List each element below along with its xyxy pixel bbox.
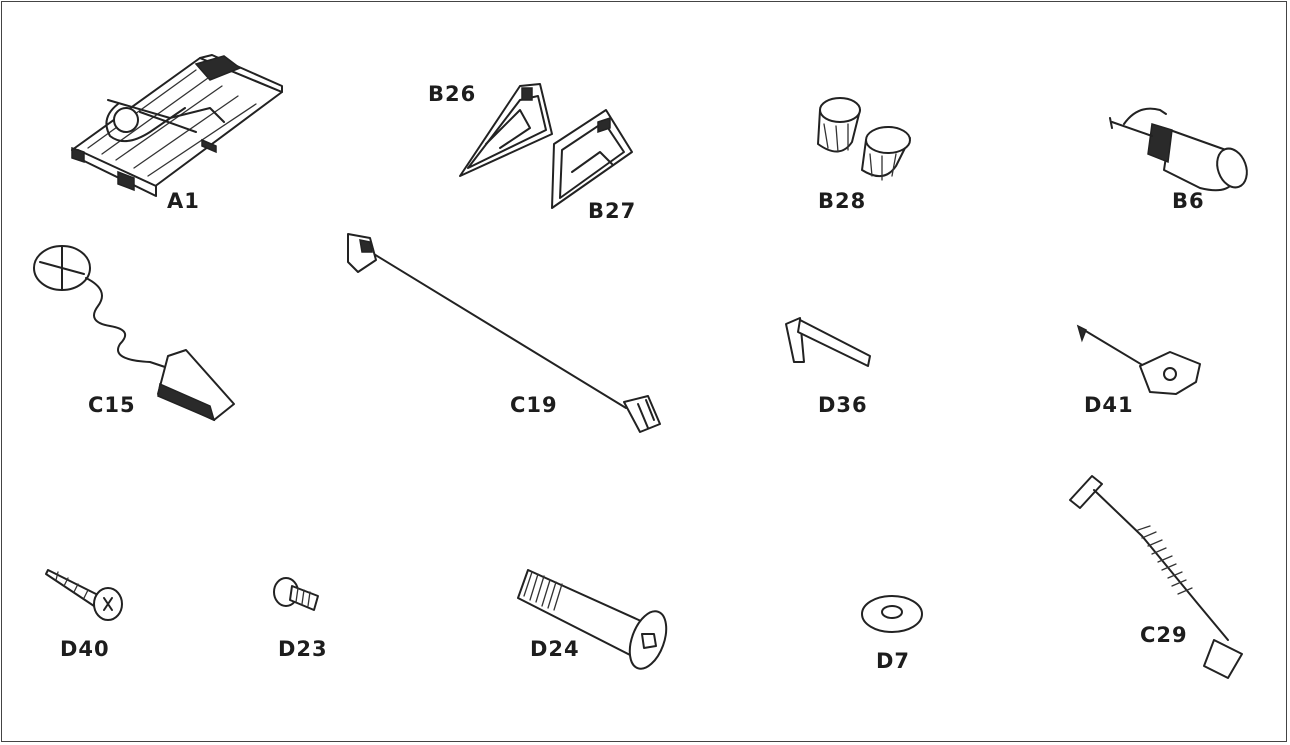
part-label-c15: C15 — [88, 393, 136, 417]
part-label-d7: D7 — [876, 649, 910, 673]
part-label-b28: B28 — [818, 189, 866, 213]
part-label-d23: D23 — [278, 637, 328, 661]
screwdriver-wrench-icon — [1076, 324, 1201, 395]
long-bolt-icon — [517, 569, 668, 670]
part-label-d24: D24 — [530, 637, 580, 661]
side-cover-right-icon — [551, 109, 633, 209]
part-label-d41: D41 — [1084, 393, 1134, 417]
part-label-c19: C19 — [510, 393, 558, 417]
washer-icon — [861, 595, 923, 633]
part-label-d36: D36 — [818, 393, 868, 417]
part-label-a1: A1 — [167, 189, 200, 213]
allen-wrench-icon — [785, 317, 871, 367]
part-label-d40: D40 — [60, 637, 110, 661]
end-caps-icon — [817, 97, 911, 181]
safety-key-icon — [33, 245, 235, 422]
part-label-c29: C29 — [1140, 623, 1188, 647]
part-label-b26: B26 — [428, 82, 476, 106]
part-label-b6: B6 — [1172, 189, 1205, 213]
coiled-cable-icon — [1069, 475, 1243, 679]
lubricant-bottle-icon — [1109, 107, 1248, 192]
treadmill-icon — [71, 54, 283, 197]
screw-icon — [45, 569, 123, 621]
side-cover-left-icon — [459, 83, 553, 177]
part-label-b27: B27 — [588, 199, 636, 223]
power-cord-icon — [347, 233, 661, 433]
short-bolt-icon — [273, 577, 319, 611]
